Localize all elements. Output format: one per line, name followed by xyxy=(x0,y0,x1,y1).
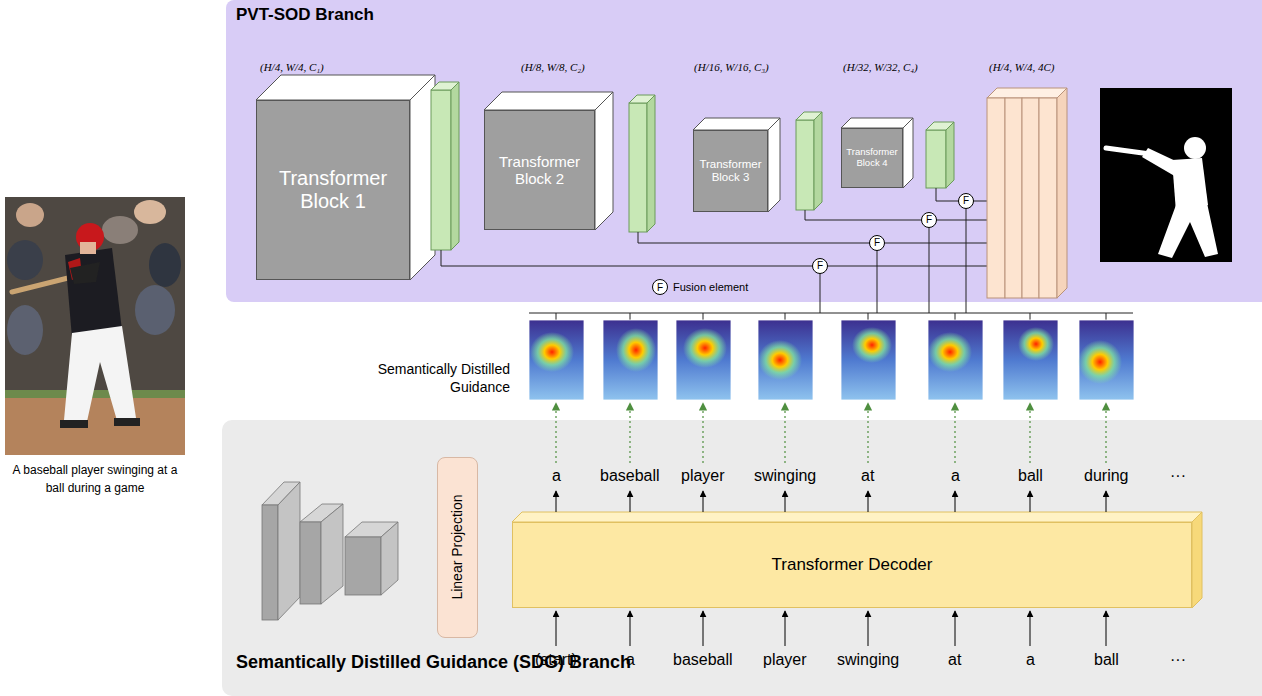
node-text: Transformer Block 4 xyxy=(844,147,900,169)
token-word: player xyxy=(763,651,807,668)
heading-slot: PVT-SOD Branch xyxy=(236,5,374,25)
fusion-circle: F xyxy=(958,193,974,209)
node-text: Transformer Block 3 xyxy=(696,158,765,184)
node-text: Transformer Block 2 xyxy=(487,153,592,188)
label-slot: Semantically Distilled Guidance xyxy=(370,360,510,396)
cnn-encoder xyxy=(262,482,398,620)
token-word: a xyxy=(626,651,635,668)
node-text: Linear Projection xyxy=(449,495,465,600)
label-slot: a xyxy=(1026,650,1035,669)
token-word: ball xyxy=(1094,651,1119,668)
label-slot: (H/8, W/8, C₂) xyxy=(521,57,585,75)
decoder-faces xyxy=(512,512,1202,608)
text-label: (H/16, W/16, C₃) xyxy=(694,61,769,73)
label-slot: ball xyxy=(1018,466,1043,485)
label-slot: (start) xyxy=(535,650,577,669)
label-slot: ··· xyxy=(1170,650,1186,669)
guidance-heatmaps xyxy=(529,320,1134,400)
label-slot: ball xyxy=(1094,650,1119,669)
saliency-map xyxy=(1100,88,1232,262)
token-word: baseball xyxy=(600,467,660,484)
token-word: player xyxy=(681,467,725,484)
token-word: ··· xyxy=(1170,651,1186,668)
node-text: F xyxy=(874,237,880,249)
token-word: during xyxy=(1084,467,1128,484)
token-word: a xyxy=(1026,651,1035,668)
block-faces xyxy=(256,75,913,280)
label-slot: ··· xyxy=(1170,466,1186,485)
output-feature xyxy=(987,88,1067,298)
label-slot: (H/4, W/4, C₁) xyxy=(260,57,324,75)
transformer-block: Transformer Block 2 xyxy=(484,110,595,230)
label-slot: a xyxy=(626,650,635,669)
input-photo xyxy=(5,197,185,455)
distill-arrows xyxy=(556,403,1106,463)
feature-maps xyxy=(431,82,954,250)
token-word: (start) xyxy=(535,651,577,668)
label-slot: swinging xyxy=(837,650,899,669)
token-word: at xyxy=(948,651,961,668)
transformer-block: Transformer Block 1 xyxy=(256,100,410,280)
node-text: F xyxy=(817,260,823,272)
label-slot: (H/16, W/16, C₃) xyxy=(694,57,769,75)
node-text: Transformer Block 1 xyxy=(259,167,407,213)
label-slot: a xyxy=(951,466,960,485)
label-slot: at xyxy=(861,466,874,485)
text-label: (H/4, W/4, 4C) xyxy=(989,61,1054,73)
legend: F Fusion element xyxy=(652,279,748,295)
label-slot: at xyxy=(948,650,961,669)
token-word: a xyxy=(552,467,561,484)
token-word: a xyxy=(951,467,960,484)
token-word: baseball xyxy=(673,651,733,668)
text-label: (H/4, W/4, C₁) xyxy=(260,61,324,73)
legend-symbol: F xyxy=(657,282,663,293)
label-slot: player xyxy=(763,650,807,669)
legend-text: Fusion element xyxy=(673,281,748,293)
projection-box: Linear Projection xyxy=(437,457,478,638)
label-slot: (H/4, W/4, 4C) xyxy=(989,57,1054,75)
text-label: (H/32, W/32, C₄) xyxy=(843,61,918,73)
text-label: A baseball player swinging at a ball dur… xyxy=(13,463,178,495)
label-slot: player xyxy=(681,466,725,485)
token-word: swinging xyxy=(754,467,816,484)
text-label: (H/8, W/8, C₂) xyxy=(521,61,585,73)
label-slot: during xyxy=(1084,466,1128,485)
fusion-circle: F xyxy=(921,212,937,228)
token-word: swinging xyxy=(837,651,899,668)
label-slot: baseball xyxy=(673,650,733,669)
transformer-block: Transformer Block 4 xyxy=(841,128,903,188)
token-word: at xyxy=(861,467,874,484)
fusion-circle: F xyxy=(812,258,828,274)
node-text: Transformer Decoder xyxy=(772,555,933,575)
node-text: F xyxy=(926,214,932,226)
token-arrows xyxy=(556,491,1106,646)
label-slot: A baseball player swinging at a ball dur… xyxy=(5,460,185,496)
token-word: ··· xyxy=(1170,467,1186,484)
label-slot: swinging xyxy=(754,466,816,485)
legend-sample: F xyxy=(652,279,668,295)
text-label: Semantically Distilled Guidance xyxy=(378,361,510,395)
label-slot: a xyxy=(552,466,561,485)
branch-heading: PVT-SOD Branch xyxy=(236,5,374,24)
label-slot: (H/32, W/32, C₄) xyxy=(843,57,918,75)
node-text: F xyxy=(963,195,969,207)
fusion-circle: F xyxy=(869,235,885,251)
decoder-box: Transformer Decoder xyxy=(512,522,1192,608)
label-slot: baseball xyxy=(600,466,660,485)
transformer-block: Transformer Block 3 xyxy=(693,130,768,212)
token-word: ball xyxy=(1018,467,1043,484)
